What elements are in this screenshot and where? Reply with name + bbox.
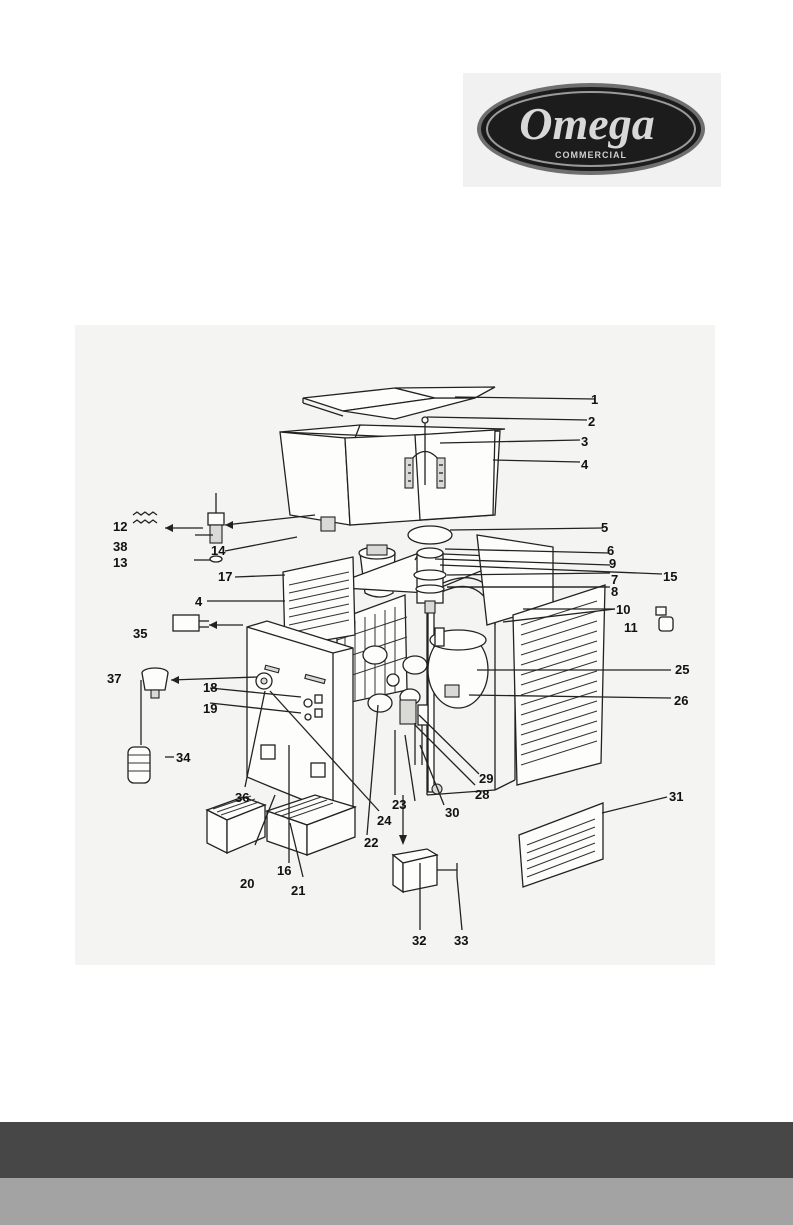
evaporator-assembly xyxy=(414,548,446,613)
label-16: 16 xyxy=(277,863,291,878)
label-18: 18 xyxy=(203,680,217,695)
hopper-bowl-part xyxy=(280,417,505,531)
side-grill-part xyxy=(477,535,605,785)
label-4a: 4 xyxy=(581,457,589,472)
logo-sub-text: COMMERCIAL xyxy=(555,150,627,160)
label-25: 25 xyxy=(675,662,689,677)
label-32: 32 xyxy=(412,933,426,948)
label-36: 36 xyxy=(235,790,249,805)
footer-band-dark xyxy=(0,1122,793,1178)
transformer-part xyxy=(173,615,243,631)
omega-commercial-logo: Omega COMMERCIAL xyxy=(463,73,721,187)
label-26: 26 xyxy=(674,693,688,708)
drain-hose-part xyxy=(128,747,150,783)
label-9: 9 xyxy=(609,556,616,571)
lid-part xyxy=(303,387,495,419)
label-2: 2 xyxy=(588,414,595,429)
label-29: 29 xyxy=(479,771,493,786)
label-33: 33 xyxy=(454,933,468,948)
label-17: 17 xyxy=(218,569,232,584)
label-19: 19 xyxy=(203,701,217,716)
label-38: 38 xyxy=(113,539,127,554)
label-13: 13 xyxy=(113,555,127,570)
front-panel-part xyxy=(247,621,353,820)
label-14: 14 xyxy=(211,543,226,558)
seal-disc-part xyxy=(408,526,452,544)
gear-motor-part xyxy=(393,849,457,892)
compressor-part xyxy=(428,628,488,708)
label-3: 3 xyxy=(581,434,588,449)
float-valve-part xyxy=(656,607,673,631)
exploded-parts-diagram: 1 2 3 4 5 6 9 15 7 8 10 11 25 26 29 28 3… xyxy=(75,325,715,965)
label-20: 20 xyxy=(240,876,254,891)
drip-tray-part xyxy=(207,795,355,855)
label-34: 34 xyxy=(176,750,191,765)
label-10: 10 xyxy=(616,602,630,617)
label-22: 22 xyxy=(364,835,378,850)
label-5: 5 xyxy=(601,520,608,535)
label-11: 11 xyxy=(624,620,638,635)
label-1: 1 xyxy=(591,392,598,407)
label-31: 31 xyxy=(669,789,683,804)
front-vent-grill-part xyxy=(519,803,603,887)
label-15: 15 xyxy=(663,569,677,584)
logo-brand-text: Omega xyxy=(519,98,654,149)
label-23: 23 xyxy=(392,797,406,812)
label-4b: 4 xyxy=(195,594,203,609)
label-21: 21 xyxy=(291,883,305,898)
label-12: 12 xyxy=(113,519,127,534)
footer-band-light xyxy=(0,1178,793,1225)
label-24: 24 xyxy=(377,813,392,828)
label-30: 30 xyxy=(445,805,459,820)
label-28: 28 xyxy=(475,787,489,802)
label-8: 8 xyxy=(611,584,618,599)
label-35: 35 xyxy=(133,626,147,641)
label-37: 37 xyxy=(107,671,121,686)
